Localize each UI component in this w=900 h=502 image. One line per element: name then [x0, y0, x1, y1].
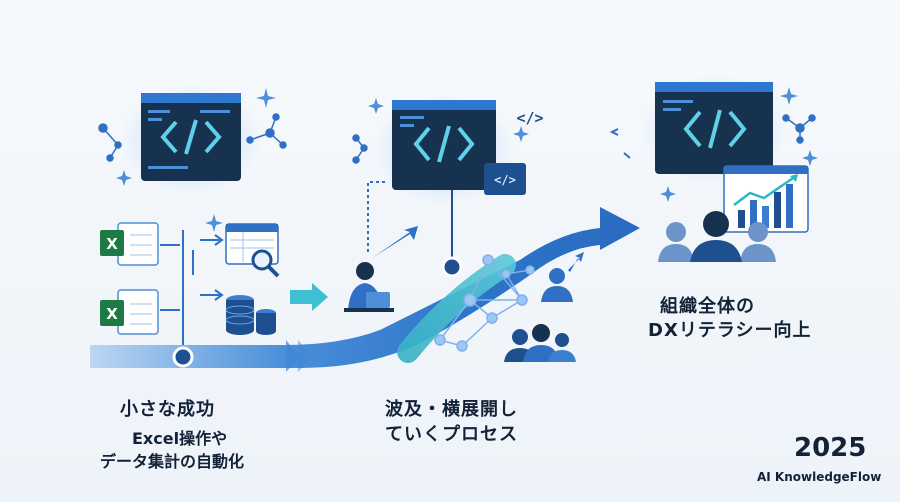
excel-file-icon-2: X: [100, 289, 159, 335]
database-icon: [225, 295, 276, 335]
footer-brand: AI KnowledgeFlow: [757, 470, 882, 484]
stage3-code-marks-left: [609, 128, 631, 159]
stage1-network-left: [98, 113, 287, 162]
analytics-chart-icon: [723, 165, 809, 233]
stage3-title-line2: DXリテラシー向上: [648, 320, 812, 341]
stage1-node: [172, 346, 194, 368]
code-badge-small: </>: [484, 163, 526, 195]
footer-year: 2025: [794, 433, 867, 463]
stage2-title-line1: 波及・横展開し: [385, 399, 518, 420]
code-symbol-badge: </>: [494, 173, 516, 187]
stage1-subtitle-line1: Excel操作や: [132, 429, 228, 448]
network-graph: [434, 254, 535, 352]
stage1-code-monitor: [121, 85, 261, 195]
team-people-icon: [658, 211, 776, 262]
person-icon-single: [541, 252, 584, 302]
stage2-node: [441, 256, 463, 278]
sparkles: [116, 87, 818, 232]
excel-file-icon-1: X: [100, 222, 159, 266]
stage1-subtitle-line2: データ集計の自動化: [100, 452, 245, 471]
person-laptop-icon: [344, 262, 394, 312]
main-flow-arrow: [90, 207, 640, 372]
connector-lines-stage1: [160, 230, 224, 345]
group-people-icon: [504, 324, 576, 362]
table-search-icon: [225, 223, 280, 278]
stage2-title-line2: ていくプロセス: [385, 424, 518, 445]
growth-arrow-small: [372, 226, 418, 258]
stage3-network-right: [782, 114, 816, 144]
stage3-code-monitor: [642, 75, 786, 185]
dotted-connector: [367, 181, 385, 252]
excel-letter-1: X: [106, 235, 118, 253]
teal-transfer-arrow: [290, 283, 328, 311]
stage1-title: 小さな成功: [120, 399, 215, 420]
code-symbol-floating: </>: [516, 109, 543, 127]
stage2-code-monitor: [374, 95, 514, 205]
stage3-title-line1: 組織全体の: [660, 296, 755, 317]
stage2-network-left: [352, 134, 368, 164]
excel-letter-2: X: [106, 305, 118, 323]
